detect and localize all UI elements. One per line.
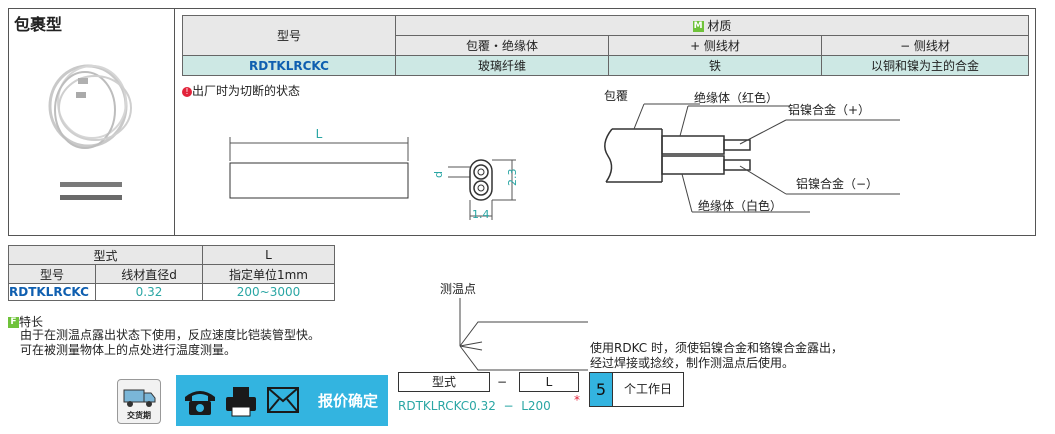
wire-structure-drawing: 包覆 绝缘体（红色） 铝镍合金（+） 铝镍合金（−） 绝缘体（白色） <box>604 89 900 213</box>
model-cell[interactable]: RDTKLRCKC <box>182 55 396 76</box>
model-header: 型号 <box>182 15 396 56</box>
wire-coil-image <box>48 64 132 149</box>
cut-wire-image-2 <box>60 195 122 200</box>
formula-l-box: L <box>519 372 579 392</box>
measure-point-drawing <box>459 298 588 371</box>
measure-point-label: 测温点 <box>440 282 477 296</box>
label-alumel-plus: 铝镍合金（+） <box>788 102 870 117</box>
delivery-button[interactable]: 交货期 <box>117 379 161 424</box>
sub-header-plus: + 侧线材 <box>608 35 822 56</box>
sub-header-minus: − 侧线材 <box>821 35 1029 56</box>
size-table: 型式 L 型号 线材直径d 指定单位1mm RDTKLRCKC 0.32 200… <box>8 245 335 301</box>
dim-23-label: 2.3 <box>506 169 519 187</box>
notice-icon: ! <box>182 86 192 97</box>
label-alumel-minus: 铝镍合金（−） <box>796 176 878 191</box>
quote-bar[interactable]: 报价确定 <box>176 375 388 426</box>
material-header: M 材质 <box>395 15 1029 36</box>
material-plus-cell: 铁 <box>608 55 822 76</box>
cut-state-note: !出厂时为切断的状态 <box>182 82 300 99</box>
features-text: 由于在测温点露出状态下使用，反应速度比铠装管型快。 可在被测量物体上的点处进行温… <box>20 328 321 357</box>
usage-text: 使用RDKC 时，须使铝镍合金和铬镍合金露出， 经过焊接或捻绞，制作测温点后使用… <box>590 341 843 370</box>
material-sheath-cell: 玻璃纤维 <box>395 55 609 76</box>
truck-icon <box>123 389 156 407</box>
formula-type-box: 型式 <box>398 372 490 392</box>
sub-header-sheath: 包覆・绝缘体 <box>395 35 609 56</box>
formula-dash: − <box>497 375 508 389</box>
col-diameter: 线材直径d <box>95 264 203 284</box>
material-minus-cell: 以铜和镍为主的合金 <box>821 55 1029 76</box>
cross-section-drawing: d 2.3 1.4 <box>432 159 519 221</box>
delivery-label: 交货期 <box>127 411 151 420</box>
material-icon: M <box>692 21 704 32</box>
product-title: 包裹型 <box>14 15 63 34</box>
order-asterisk: * <box>574 393 580 407</box>
length-label: L <box>316 127 323 141</box>
col-model: 型号 <box>8 264 96 284</box>
product-image-panel <box>8 8 174 236</box>
diameter-cell: 0.32 <box>95 283 203 301</box>
days-number: 5 <box>589 372 613 407</box>
cut-wire-image-1 <box>60 182 122 187</box>
label-insulator-white: 绝缘体（白色） <box>698 198 782 213</box>
phone-icon <box>185 391 215 415</box>
size-model-cell[interactable]: RDTKLRCKC <box>8 283 96 301</box>
material-table: 型号 M 材质 包覆・绝缘体 + 侧线材 − 侧线材 RDTKLRCKC 玻璃纤… <box>182 15 1029 76</box>
label-sheath: 包覆 <box>604 89 628 103</box>
order-example[interactable]: RDTKLRCKC0.32 − L200 <box>398 399 551 413</box>
l-header: L <box>202 245 335 265</box>
mail-icon <box>267 387 299 413</box>
dim-d-label: d <box>432 171 445 178</box>
col-unit: 指定单位1mm <box>202 264 335 284</box>
range-cell: 200~3000 <box>202 283 335 301</box>
quote-label: 报价确定 <box>318 392 379 410</box>
length-drawing: L <box>229 127 409 199</box>
features-icon: F <box>8 317 19 328</box>
fax-icon <box>226 387 256 417</box>
label-insulator-red: 绝缘体（红色） <box>694 90 778 105</box>
spec-panel <box>174 8 1036 236</box>
days-label: 个工作日 <box>612 372 684 407</box>
dim-14-label: 1.4 <box>472 208 490 221</box>
type-header: 型式 <box>8 245 203 265</box>
